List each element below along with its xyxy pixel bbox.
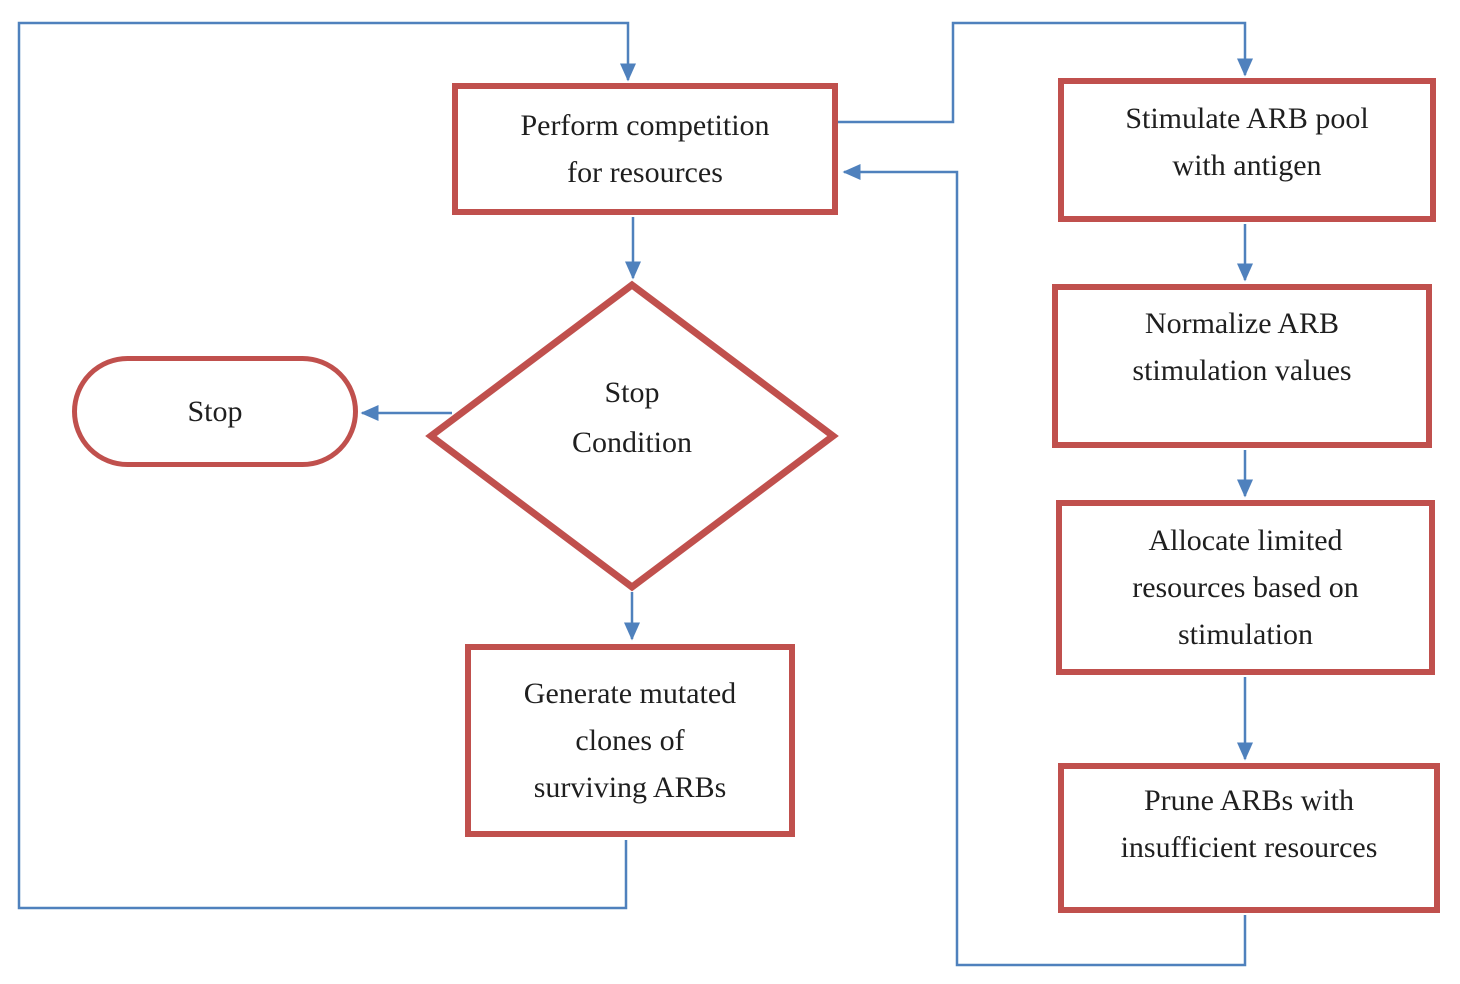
connector-prune-to-perform	[842, 164, 1247, 967]
node-normalize-values: Normalize ARB stimulation values	[1052, 284, 1432, 448]
node-prune-arbs-label: Prune ARBs with insufficient resources	[1120, 784, 1378, 864]
node-stop: Stop	[72, 356, 358, 467]
node-stimulate-pool: Stimulate ARB pool with antigen	[1058, 78, 1436, 222]
node-stop-condition-label: Stop Condition	[571, 376, 692, 459]
node-allocate-resources: Allocate limited resources based on stim…	[1056, 500, 1435, 675]
node-generate-clones: Generate mutated clones of surviving ARB…	[465, 644, 795, 837]
node-prune-arbs: Prune ARBs with insufficient resources	[1058, 763, 1440, 913]
node-stop-label: Stop	[187, 395, 243, 428]
connector-perform-to-stimulate	[838, 21, 1253, 124]
node-allocate-resources-label: Allocate limited resources based on stim…	[1132, 524, 1359, 651]
node-perform-competition-label: Perform competition for resources	[520, 109, 770, 189]
connector-generate-to-perform	[17, 21, 636, 910]
node-normalize-values-label: Normalize ARB stimulation values	[1132, 307, 1352, 387]
node-perform-competition: Perform competition for resources	[452, 83, 838, 215]
stop-condition-diamond	[425, 280, 839, 592]
node-stimulate-pool-label: Stimulate ARB pool with antigen	[1125, 102, 1369, 182]
node-generate-clones-label: Generate mutated clones of surviving ARB…	[523, 677, 737, 804]
